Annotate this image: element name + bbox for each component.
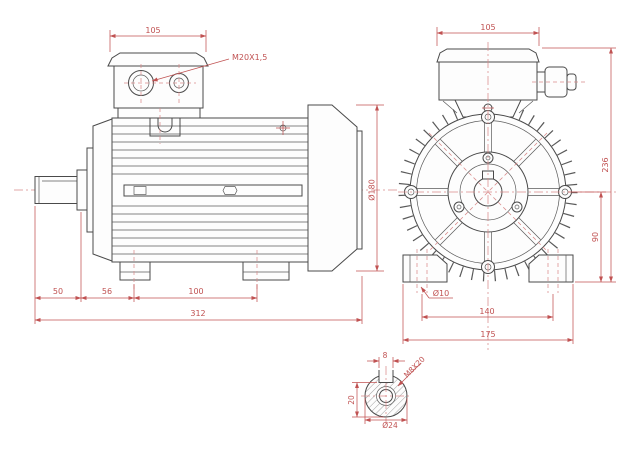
eyebolt-mark — [276, 121, 290, 135]
dim-shaft-diameter: Ø24 — [364, 398, 408, 430]
dim-shaft-center-height: 90 — [568, 191, 606, 283]
dim-foot-hole-span: 140 — [421, 294, 554, 321]
feet-side — [119, 250, 290, 290]
shaft-length-label: 50 — [53, 287, 63, 296]
fan-cover-side — [307, 104, 363, 272]
shaft-center-height-label: 90 — [591, 232, 600, 242]
dim-gland-thread: M20X1,5 — [151, 53, 267, 82]
spokes — [417, 121, 559, 263]
dim-front-terminal-box-width: 105 — [436, 23, 540, 46]
dim-foot-hole-diameter: Ø10 — [420, 286, 453, 299]
shaft — [34, 176, 78, 204]
foot-overall-width-label: 175 — [480, 330, 495, 339]
dim-tapped-hole: M8X20 — [397, 355, 427, 387]
hub-screws — [453, 152, 523, 213]
keyway-width-label: 8 — [383, 351, 388, 360]
shaft-diameter-label: Ø24 — [382, 421, 398, 430]
cable-gland-hole-small — [169, 73, 189, 93]
gland-thread-label: M20X1,5 — [232, 53, 267, 62]
foot-hole-span-label: 140 — [479, 307, 494, 316]
terminal-box-side — [107, 52, 209, 144]
flange-to-foot-hole-label: 56 — [102, 287, 112, 296]
side-terminal-box-width-label: 105 — [145, 26, 160, 35]
terminal-box-front — [436, 48, 588, 118]
dim-overall-height: 236 — [542, 47, 616, 283]
front-terminal-box-width-label: 105 — [480, 23, 495, 32]
dim-side-bottom: 50 56 100 312 — [34, 206, 363, 324]
dim-fan-cover-diameter: Ø180 — [356, 104, 384, 272]
motor-body — [111, 117, 309, 263]
front-view: 105 236 90 Ø10 140 — [398, 23, 616, 350]
fan-cover-diameter-label: Ø180 — [367, 179, 377, 201]
overall-length-label: 312 — [190, 309, 205, 318]
keyway — [378, 370, 394, 383]
cable-gland-front — [532, 66, 588, 98]
foot-hole-diameter-label: Ø10 — [433, 288, 449, 298]
dim-flat-to-bottom: 20 — [347, 382, 384, 418]
dim-keyway-width: 8 — [367, 351, 405, 368]
shaft-section-view: 8 M8X20 20 Ø24 — [347, 351, 427, 430]
tapped-hole-label: M8X20 — [402, 355, 427, 380]
feet-front — [402, 249, 574, 293]
dim-foot-overall-width: 175 — [402, 284, 574, 344]
overall-height-label: 236 — [601, 157, 610, 172]
side-view: 105 M20X1,5 Ø180 50 56 100 — [14, 26, 398, 324]
foot-hole-spacing-label: 100 — [188, 287, 203, 296]
dim-side-terminal-box-width: 105 — [109, 26, 207, 52]
flat-to-bottom-label: 20 — [347, 395, 356, 405]
end-shield — [76, 118, 113, 262]
